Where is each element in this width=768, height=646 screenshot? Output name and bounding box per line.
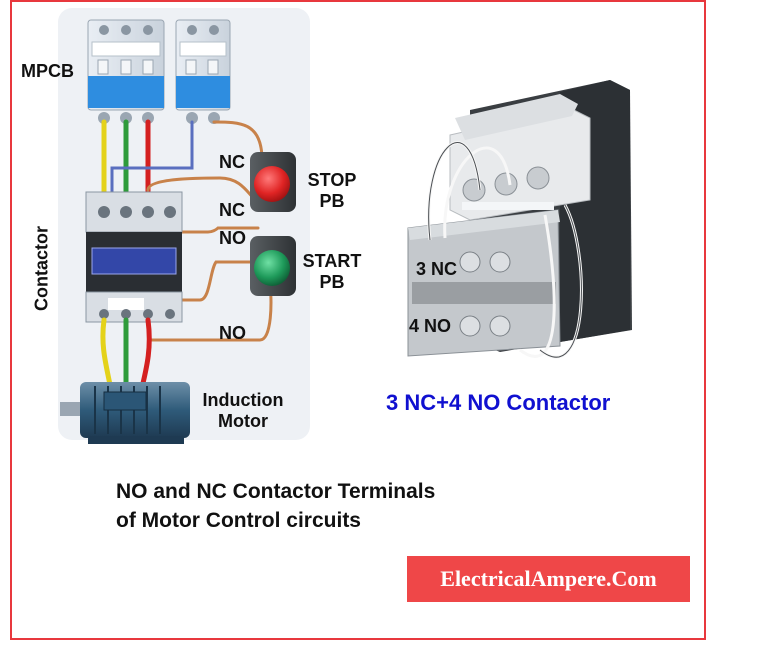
mcb-2pole xyxy=(175,19,231,124)
brand-banner: ElectricalAmpere.Com xyxy=(407,556,690,602)
mpcb-label: MPCB xyxy=(21,61,74,81)
caption-line1: NO and NC Contactor Terminals xyxy=(116,480,436,503)
motor-line1: Induction xyxy=(202,390,284,410)
start-pb-line2: PB xyxy=(319,272,345,292)
contactor-title: 3 NC+4 NO Contactor xyxy=(386,390,611,415)
three-nc-label: 3 NC xyxy=(416,259,458,279)
caption-line2: of Motor Control circuits xyxy=(116,509,361,532)
stop-push-button xyxy=(250,152,296,212)
stop-pb-line2: PB xyxy=(319,191,345,211)
mpcb-3pole xyxy=(87,19,165,124)
stop-pb-label: STOP PB xyxy=(301,170,363,212)
start-pb-line1: START xyxy=(302,251,362,271)
caption: NO and NC Contactor Terminals of Motor C… xyxy=(116,477,435,535)
no-label-start: NO xyxy=(219,228,246,248)
contactor-label: Contactor xyxy=(31,226,52,311)
no-label-aux: NO xyxy=(219,323,246,343)
contactor-body xyxy=(85,191,183,323)
nc-label-stop: NC xyxy=(219,152,245,172)
start-pb-label: START PB xyxy=(296,251,368,293)
contactor-photo xyxy=(407,80,632,359)
motor-line2: Motor xyxy=(218,411,268,431)
induction-motor-label: Induction Motor xyxy=(188,390,298,432)
stop-pb-line1: STOP xyxy=(307,170,357,190)
image-frame xyxy=(10,0,706,640)
start-push-button xyxy=(250,236,296,296)
induction-motor xyxy=(60,382,190,444)
nc-label-start: NC xyxy=(219,200,245,220)
four-no-label: 4 NO xyxy=(409,316,452,336)
